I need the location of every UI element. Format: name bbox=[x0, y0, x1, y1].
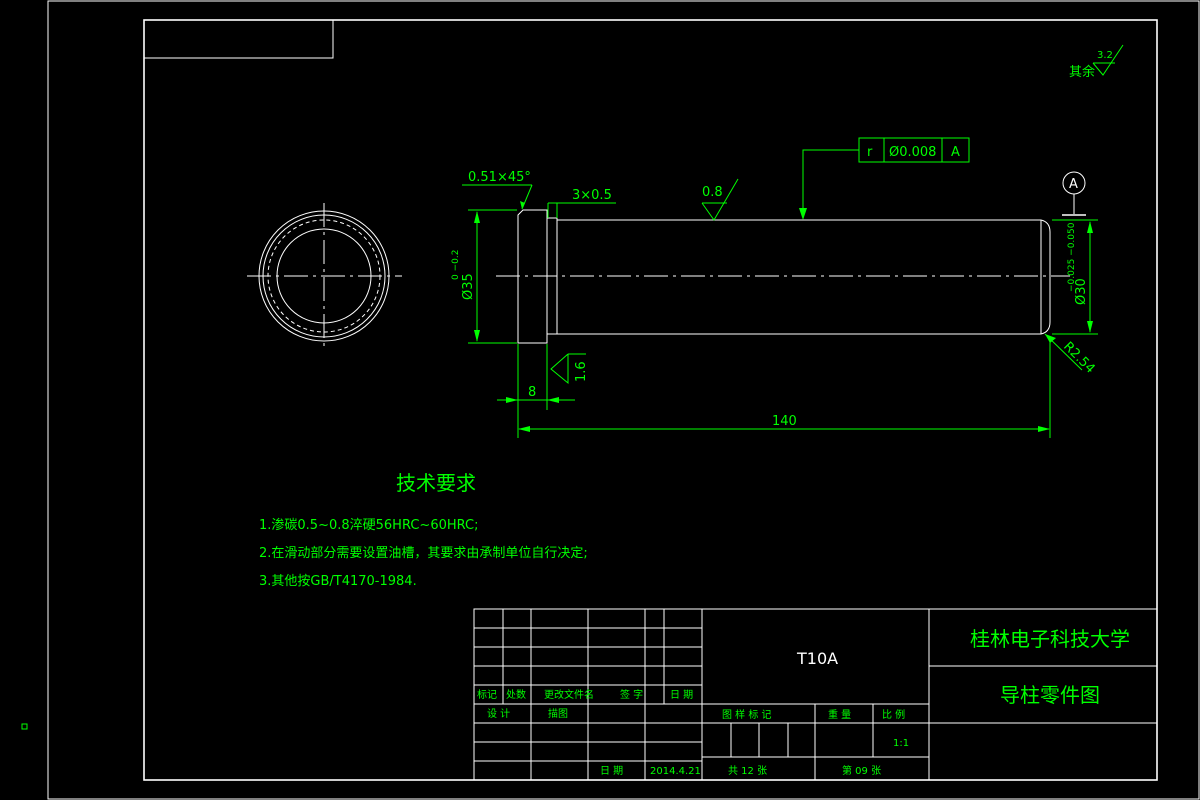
dim-right-diameter: Ø30 −0.025 −0.050 bbox=[1052, 219, 1098, 335]
datum-a-symbol: A bbox=[1062, 171, 1086, 216]
corner-code-box bbox=[143, 19, 334, 59]
svg-text:8: 8 bbox=[528, 385, 536, 400]
technical-requirements: 技术要求 1.渗碳0.5~0.8淬硬56HRC~60HRC; 2.在滑动部分需要… bbox=[259, 471, 588, 589]
roughness-0.8-symbol: 0.8 bbox=[701, 178, 739, 221]
svg-text:重 量: 重 量 bbox=[828, 708, 851, 721]
tech-requirements-title: 技术要求 bbox=[396, 471, 476, 495]
svg-text:0 −0.2: 0 −0.2 bbox=[451, 250, 461, 280]
dim-length-140: 140 bbox=[517, 340, 1051, 438]
title-block: 标记 处数 更改文件名 签 字 日 期 设 计 描图 日 期 2014.4.21… bbox=[473, 608, 1158, 781]
guide-pillar-side-view bbox=[496, 209, 1070, 344]
svg-text:设 计: 设 计 bbox=[487, 707, 510, 720]
school-name: 桂林电子科技大学 bbox=[970, 627, 1130, 651]
dim-length-8: 8 bbox=[497, 344, 575, 410]
roughness-rest-symbol: 其余 3.2 bbox=[1069, 44, 1124, 80]
svg-text:日 期: 日 期 bbox=[600, 765, 623, 777]
svg-text:其余: 其余 bbox=[1069, 64, 1095, 80]
svg-text:3.2: 3.2 bbox=[1097, 50, 1113, 61]
material-text: T10A bbox=[796, 649, 838, 668]
end-view bbox=[247, 203, 402, 350]
svg-text:标记: 标记 bbox=[477, 689, 497, 701]
drawing-name: 导柱零件图 bbox=[1000, 683, 1100, 707]
groove-callout: 3×0.5 bbox=[547, 188, 616, 218]
svg-text:Ø30: Ø30 bbox=[1074, 278, 1089, 305]
svg-text:3×0.5: 3×0.5 bbox=[572, 188, 612, 203]
outer-border bbox=[47, 0, 1200, 800]
tech-requirement-3: 3.其他按GB/T4170-1984. bbox=[259, 574, 417, 589]
svg-text:Ø0.008: Ø0.008 bbox=[889, 145, 936, 160]
tech-requirement-1: 1.渗碳0.5~0.8淬硬56HRC~60HRC; bbox=[259, 518, 478, 533]
svg-text:共 12 张: 共 12 张 bbox=[728, 765, 767, 777]
svg-text:描图: 描图 bbox=[548, 707, 568, 720]
svg-text:图 样 标 记: 图 样 标 记 bbox=[722, 708, 772, 721]
svg-text:1:1: 1:1 bbox=[893, 738, 909, 749]
svg-text:处数: 处数 bbox=[506, 688, 526, 701]
svg-text:第 09 张: 第 09 张 bbox=[842, 764, 881, 777]
svg-text:2014.4.21: 2014.4.21 bbox=[650, 766, 701, 777]
svg-text:签 字: 签 字 bbox=[620, 688, 643, 701]
svg-text:−0.025 −0.050: −0.025 −0.050 bbox=[1067, 222, 1077, 292]
svg-text:140: 140 bbox=[772, 414, 797, 429]
tech-requirement-2: 2.在滑动部分需要设置油槽，其要求由承制单位自行决定; bbox=[259, 546, 588, 561]
svg-text:0.8: 0.8 bbox=[702, 185, 723, 200]
svg-text:1.6: 1.6 bbox=[574, 361, 589, 382]
tolerance-frame: r Ø0.008 A bbox=[799, 137, 970, 220]
svg-text:r: r bbox=[867, 145, 873, 160]
dim-radius: R2.54 bbox=[1044, 333, 1098, 377]
svg-text:更改文件名: 更改文件名 bbox=[544, 688, 594, 701]
svg-text:比 例: 比 例 bbox=[882, 708, 905, 721]
svg-text:R2.54: R2.54 bbox=[1060, 339, 1097, 376]
svg-text:Ø35: Ø35 bbox=[461, 273, 476, 300]
svg-text:日 期: 日 期 bbox=[670, 689, 693, 701]
svg-text:A: A bbox=[1069, 177, 1078, 192]
dim-left-diameter: Ø35 0 −0.2 bbox=[451, 209, 517, 344]
chamfer-callout: 0.51×45° bbox=[462, 170, 533, 210]
svg-text:A: A bbox=[951, 145, 960, 160]
svg-text:0.51×45°: 0.51×45° bbox=[468, 170, 531, 185]
ucs-marker bbox=[21, 723, 28, 730]
roughness-1.6-symbol: 1.6 bbox=[550, 353, 589, 385]
